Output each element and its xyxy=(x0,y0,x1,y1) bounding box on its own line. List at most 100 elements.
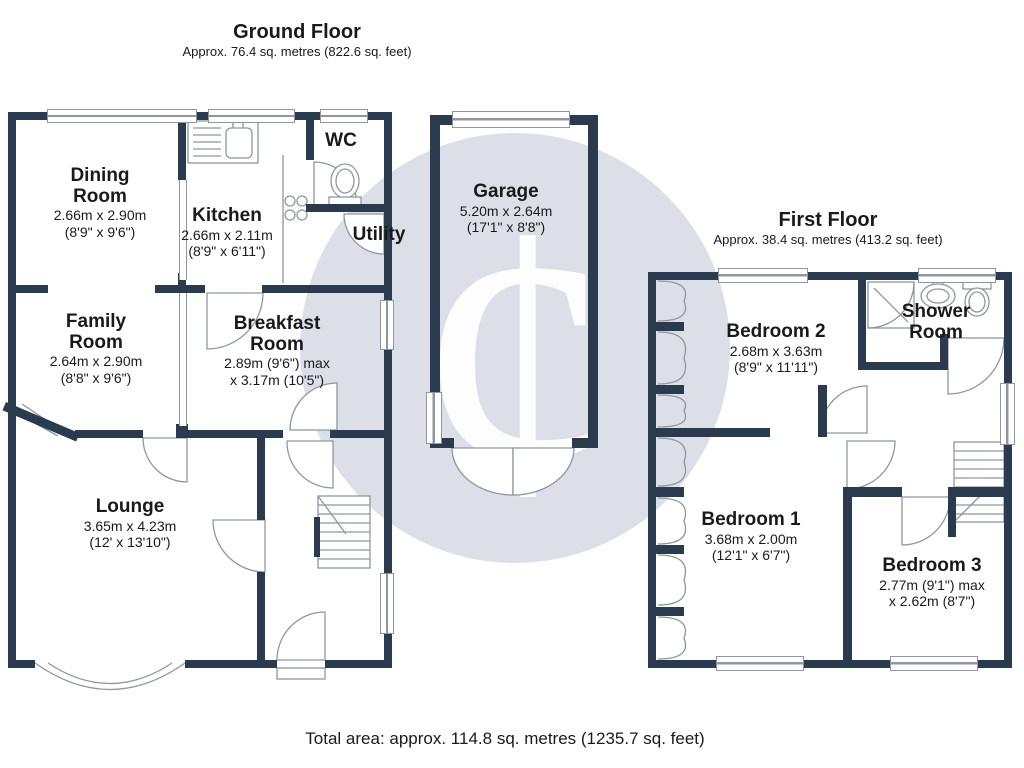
wall xyxy=(314,517,320,557)
bay-window-outer xyxy=(34,662,186,691)
room-dim-imperial: (8'8" x 9'6") xyxy=(60,369,132,386)
window xyxy=(452,111,570,128)
front-door-arc xyxy=(276,611,326,661)
breakfast-door-arc xyxy=(289,382,338,431)
wall xyxy=(656,607,684,616)
first-floor-title-block: First Floor Approx. 38.4 sq. metres (413… xyxy=(650,208,1006,249)
ground-floor-title-block: Ground Floor Approx. 76.4 sq. metres (82… xyxy=(127,20,467,61)
room-dim-imperial: x 3.17m (10'5") xyxy=(229,371,324,388)
wc-toilet-icon xyxy=(328,163,362,208)
room-dim-metric: 2.68m x 3.63m xyxy=(729,342,823,359)
wall xyxy=(306,112,314,160)
wall xyxy=(325,660,392,668)
stairs-ground xyxy=(317,495,371,569)
hall-door-arc xyxy=(286,440,334,489)
kitchen-sink-icon xyxy=(187,120,259,164)
wall xyxy=(257,572,265,668)
room-dim-imperial: (12' x 13'10") xyxy=(89,534,171,551)
wall xyxy=(572,438,598,448)
wall xyxy=(262,285,392,293)
bedroom1-door-arc xyxy=(846,440,896,490)
stairs-first xyxy=(953,441,1005,523)
room-name: Family Room xyxy=(65,311,127,353)
wall xyxy=(648,272,656,668)
kitchen-hob-icon xyxy=(282,155,308,283)
lounge-door-arc xyxy=(212,519,266,573)
window xyxy=(208,109,295,123)
garage-door-left-arc xyxy=(451,447,514,496)
wall xyxy=(843,487,852,660)
wardrobe-doors xyxy=(657,280,687,660)
wall xyxy=(8,285,48,293)
wall xyxy=(656,322,684,331)
lounge-top-door-arc xyxy=(142,437,188,483)
window xyxy=(380,573,394,634)
wall xyxy=(648,272,1012,280)
garage-door-right-arc xyxy=(512,447,575,496)
room-label-lounge: Lounge 3.65m x 4.23m (12' x 13'10") xyxy=(45,496,215,551)
wall xyxy=(430,115,440,448)
wall xyxy=(656,487,684,497)
wall xyxy=(656,545,684,554)
wall xyxy=(818,385,827,437)
room-dim-imperial: (12'1" x 6'7") xyxy=(711,547,791,564)
wall xyxy=(948,487,956,537)
utility-door-arc xyxy=(343,213,385,255)
room-name: WC xyxy=(325,130,357,151)
room-name: Lounge xyxy=(95,496,165,517)
wall xyxy=(187,430,283,438)
ground-floor-subtitle: Approx. 76.4 sq. metres (822.6 sq. feet) xyxy=(182,44,412,59)
wall xyxy=(75,430,143,438)
window xyxy=(320,109,368,123)
room-label-bedroom3: Bedroom 3 2.77m (9'1") max x 2.62m (8'7"… xyxy=(847,555,1017,610)
room-dim-imperial: x 2.62m (8'7") xyxy=(888,593,976,610)
room-label-utility: Utility xyxy=(294,224,464,246)
room-label-shower: Shower Room xyxy=(851,301,1021,343)
window xyxy=(1000,383,1015,445)
kitchen-door-arc xyxy=(206,292,264,350)
room-name: Kitchen xyxy=(192,205,262,226)
wall xyxy=(8,112,392,120)
room-dim-metric: 3.65m x 4.23m xyxy=(83,517,177,534)
wall xyxy=(588,115,598,448)
room-dim-metric: 3.68m x 2.00m xyxy=(704,530,798,547)
room-label-dining: Dining Room 2.66m x 2.90m (8'9" x 9'6") xyxy=(15,165,185,241)
wall xyxy=(648,428,770,437)
bay-window-inner xyxy=(47,662,173,685)
wall xyxy=(648,660,1012,668)
window xyxy=(918,268,996,283)
room-name: Shower Room xyxy=(901,301,971,343)
total-area-text: Total area: approx. 114.8 sq. metres (12… xyxy=(305,729,705,748)
room-dim-imperial: (8'9" x 11'11") xyxy=(733,359,819,376)
wall xyxy=(176,424,188,438)
room-name: Garage xyxy=(473,181,539,202)
room-name: Utility xyxy=(352,224,406,245)
room-label-bedroom1: Bedroom 1 3.68m x 2.00m (12'1" x 6'7") xyxy=(666,509,836,564)
room-name: Bedroom 2 xyxy=(726,321,826,342)
room-dim-imperial: (8'9" x 9'6") xyxy=(64,223,136,240)
wall xyxy=(858,272,866,370)
room-name: Breakfast Room xyxy=(233,313,321,355)
wall xyxy=(185,660,277,668)
wall xyxy=(950,487,1004,497)
shower-toilet-icon xyxy=(962,279,992,317)
bedroom2-door-arc xyxy=(819,385,868,434)
first-floor-title: First Floor xyxy=(778,209,878,231)
room-label-bedroom2: Bedroom 2 2.68m x 3.63m (8'9" x 11'11") xyxy=(691,321,861,376)
room-dim-imperial: (8'9" x 6'11") xyxy=(188,243,266,260)
room-label-wc: WC xyxy=(256,130,426,152)
wall xyxy=(8,112,16,668)
room-dim-metric: 2.66m x 2.90m xyxy=(53,207,147,224)
room-name: Dining Room xyxy=(70,165,130,207)
wall xyxy=(178,273,186,293)
ground-floor-title: Ground Floor xyxy=(233,21,361,43)
glazed-partition xyxy=(179,180,187,280)
room-dim-metric: 2.89m (9'6") max xyxy=(224,355,330,372)
wall xyxy=(656,385,684,394)
wall xyxy=(178,112,186,180)
window xyxy=(890,656,978,671)
front-door-sill xyxy=(276,667,326,680)
window xyxy=(47,109,197,123)
room-dim-metric: 2.64m x 2.90m xyxy=(49,353,143,370)
